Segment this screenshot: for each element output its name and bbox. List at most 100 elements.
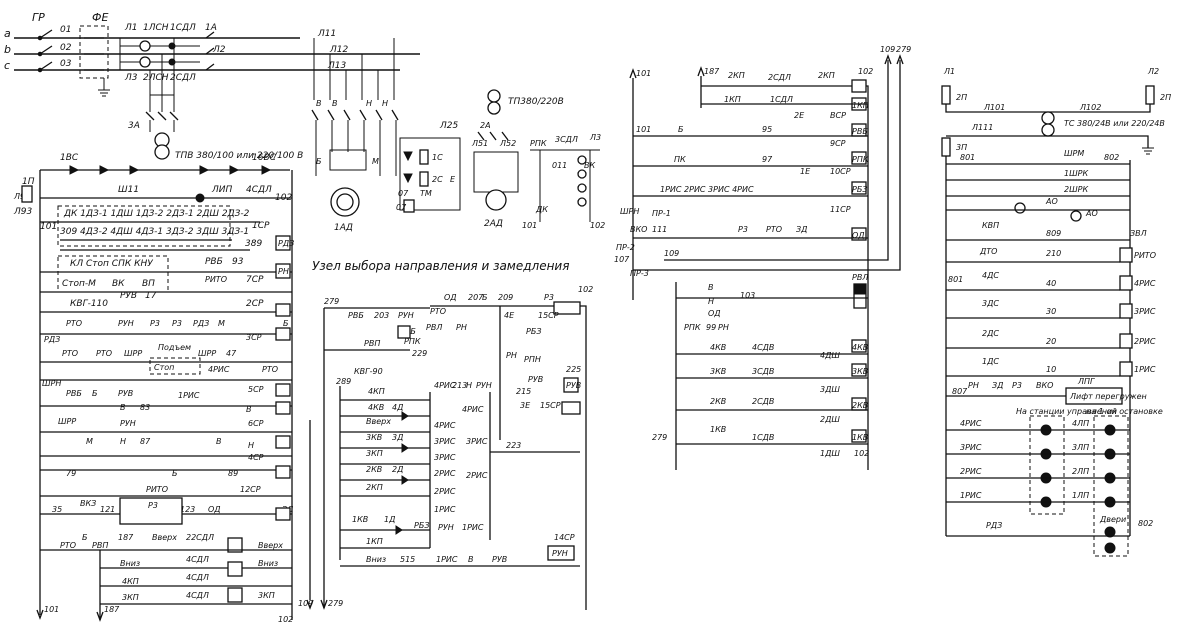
1sdv-label: 1СДВ: [752, 433, 774, 442]
vniz-label-2: Вниз: [366, 555, 386, 564]
47-label: 47: [226, 349, 237, 358]
3ds-label: 3ДС: [982, 299, 999, 308]
wire-102-bottom: 102: [278, 615, 293, 624]
wire-102-mid: 102: [578, 285, 593, 294]
389-label: 389: [245, 239, 262, 249]
kvp-label: КВП: [982, 221, 999, 230]
79-label: 79: [66, 469, 76, 478]
17-label: 17: [145, 291, 157, 301]
rto-label-3: РТО: [96, 349, 112, 358]
289-label: 289: [336, 377, 351, 386]
2p-left-label: 2П: [956, 93, 967, 102]
b-label-3: Б: [172, 469, 178, 478]
l1sn-label: 1ЛСН: [143, 23, 169, 33]
rto-coil-label: РТО: [262, 365, 278, 374]
515-label: 515: [400, 555, 415, 564]
4ris-coil: 4РИС: [1134, 279, 1156, 288]
v-label-3: В: [216, 437, 222, 446]
l3-label: Л3: [124, 73, 138, 83]
2d-label: 2Д: [392, 465, 403, 474]
rto-label-2: РТО: [62, 349, 78, 358]
vverh-label-2: Вверх: [366, 417, 391, 426]
802-label: 802: [1104, 153, 1119, 162]
20-label: 20: [1046, 337, 1056, 346]
4sdv-label: 4СДВ: [752, 343, 774, 352]
4kv-label-2: 4КВ: [710, 343, 726, 352]
209-label: 209: [498, 293, 513, 302]
109-label: 109: [664, 249, 679, 258]
slowdown-circuit: 101 187 2КП 2СДЛ 2КП 102 1КП 1СДЛ 1КП 2Е…: [614, 45, 911, 470]
ris-contacts-row: 1РИС 2РИС 3РИС 4РИС: [660, 185, 754, 194]
floor1-label: на 1-ой остановке: [1086, 407, 1163, 416]
1vs-label: 1ВС: [60, 153, 79, 163]
ruv-label-4: РУВ: [528, 375, 543, 384]
n-label-2: Н: [248, 441, 254, 450]
wire-279-top: 279: [896, 45, 911, 54]
rdz-label-1: РДЗ: [193, 319, 209, 328]
3a-label: 3А: [128, 121, 140, 131]
motor-section: Л11 Л12 Л13 В В Н Н Б М 1АД Л25 1С 2С Е …: [311, 29, 605, 233]
2e-label: 2Е: [794, 111, 805, 120]
podem-label: Подъем: [158, 343, 191, 352]
vniz-label-1: Вниз: [120, 559, 140, 568]
shrm-label: ШРМ: [1064, 149, 1084, 158]
3kp-label-2: 3КП: [366, 449, 383, 458]
m-label-2: М: [86, 437, 93, 446]
l1-right-label: Л1: [943, 67, 955, 76]
89-label: 89: [228, 469, 238, 478]
rn-label-4: РН: [506, 351, 517, 360]
1kv-coil: 1КВ: [852, 433, 868, 442]
1kv-label: 1КВ: [352, 515, 368, 524]
l102-label: Л102: [1079, 103, 1101, 112]
4sdl-label-2: 4СДЛ: [186, 555, 209, 564]
tm-label: ТМ: [420, 189, 432, 198]
wire-187-top: 187: [704, 67, 720, 76]
door-contacts-row-1: ДК 1ДЗ-1 1ДШ 1ДЗ-2 2ДЗ-1 2ДШ 2ДЗ-2: [63, 209, 250, 219]
run-label-5: РУН: [438, 523, 454, 532]
wire-101-bottom: 101: [44, 605, 59, 614]
wire-03: 03: [60, 59, 72, 69]
tpv-transformer-label: ТПВ 380/100 или 220/100 В: [175, 151, 303, 161]
rito-coil-right: РИТО: [1134, 251, 1156, 260]
vk2-label: ВК: [584, 161, 595, 170]
vp-label: ВП: [142, 279, 155, 289]
l2sdl-label: 2СДЛ: [170, 73, 196, 83]
v-label-2: В: [246, 405, 252, 414]
n-contact-2: Н: [382, 99, 388, 108]
10-label: 10: [1046, 365, 1056, 374]
n-label-4: Н: [708, 297, 714, 306]
shrr-label-1: ШРР: [124, 349, 142, 358]
225-label: 225: [566, 365, 581, 374]
n-label-3: Н: [466, 381, 472, 390]
2kv-label-2: 2КВ: [710, 397, 726, 406]
4kp-label: 4КП: [122, 577, 139, 586]
2kv-label: 2КВ: [366, 465, 382, 474]
zd-label-2: ЗД: [796, 225, 807, 234]
od-label-3: ОД: [708, 309, 721, 318]
l51-label: Л51: [471, 139, 488, 148]
1ris-label-4: 1РИС: [436, 555, 458, 564]
3ris-label-1: 3РИС: [434, 437, 456, 446]
wire-109-bottom: 109: [298, 599, 313, 608]
wire-01: 01: [60, 25, 71, 35]
b-contact-motor: Б: [316, 157, 322, 166]
rpk-label-2: РПК: [404, 337, 421, 346]
rvb-label: РВБ: [205, 257, 223, 267]
vkz-label: ВКЗ: [80, 499, 96, 508]
95-label: 95: [762, 125, 772, 134]
vko-label: ВКО: [630, 225, 647, 234]
wire-279-bottom: 279: [328, 599, 343, 608]
l1-label: Л1: [124, 23, 138, 33]
zd-label-right: ЗД: [992, 381, 1003, 390]
3p-label: 3П: [956, 143, 967, 152]
b-label-1: Б: [283, 319, 289, 328]
rn-label-right: РН: [968, 381, 979, 390]
c07-label: 07: [398, 189, 409, 198]
rvb-label-3: РВБ: [348, 311, 364, 320]
3d-label: 3Д: [392, 433, 403, 442]
2shrk-label: 2ШРК: [1064, 185, 1088, 194]
r3-label-5: Р3: [738, 225, 748, 234]
11sr-label: 11СР: [830, 205, 851, 214]
16vs-label: 16ВС: [252, 153, 277, 163]
1lp-label: 1ЛП: [1072, 491, 1089, 500]
